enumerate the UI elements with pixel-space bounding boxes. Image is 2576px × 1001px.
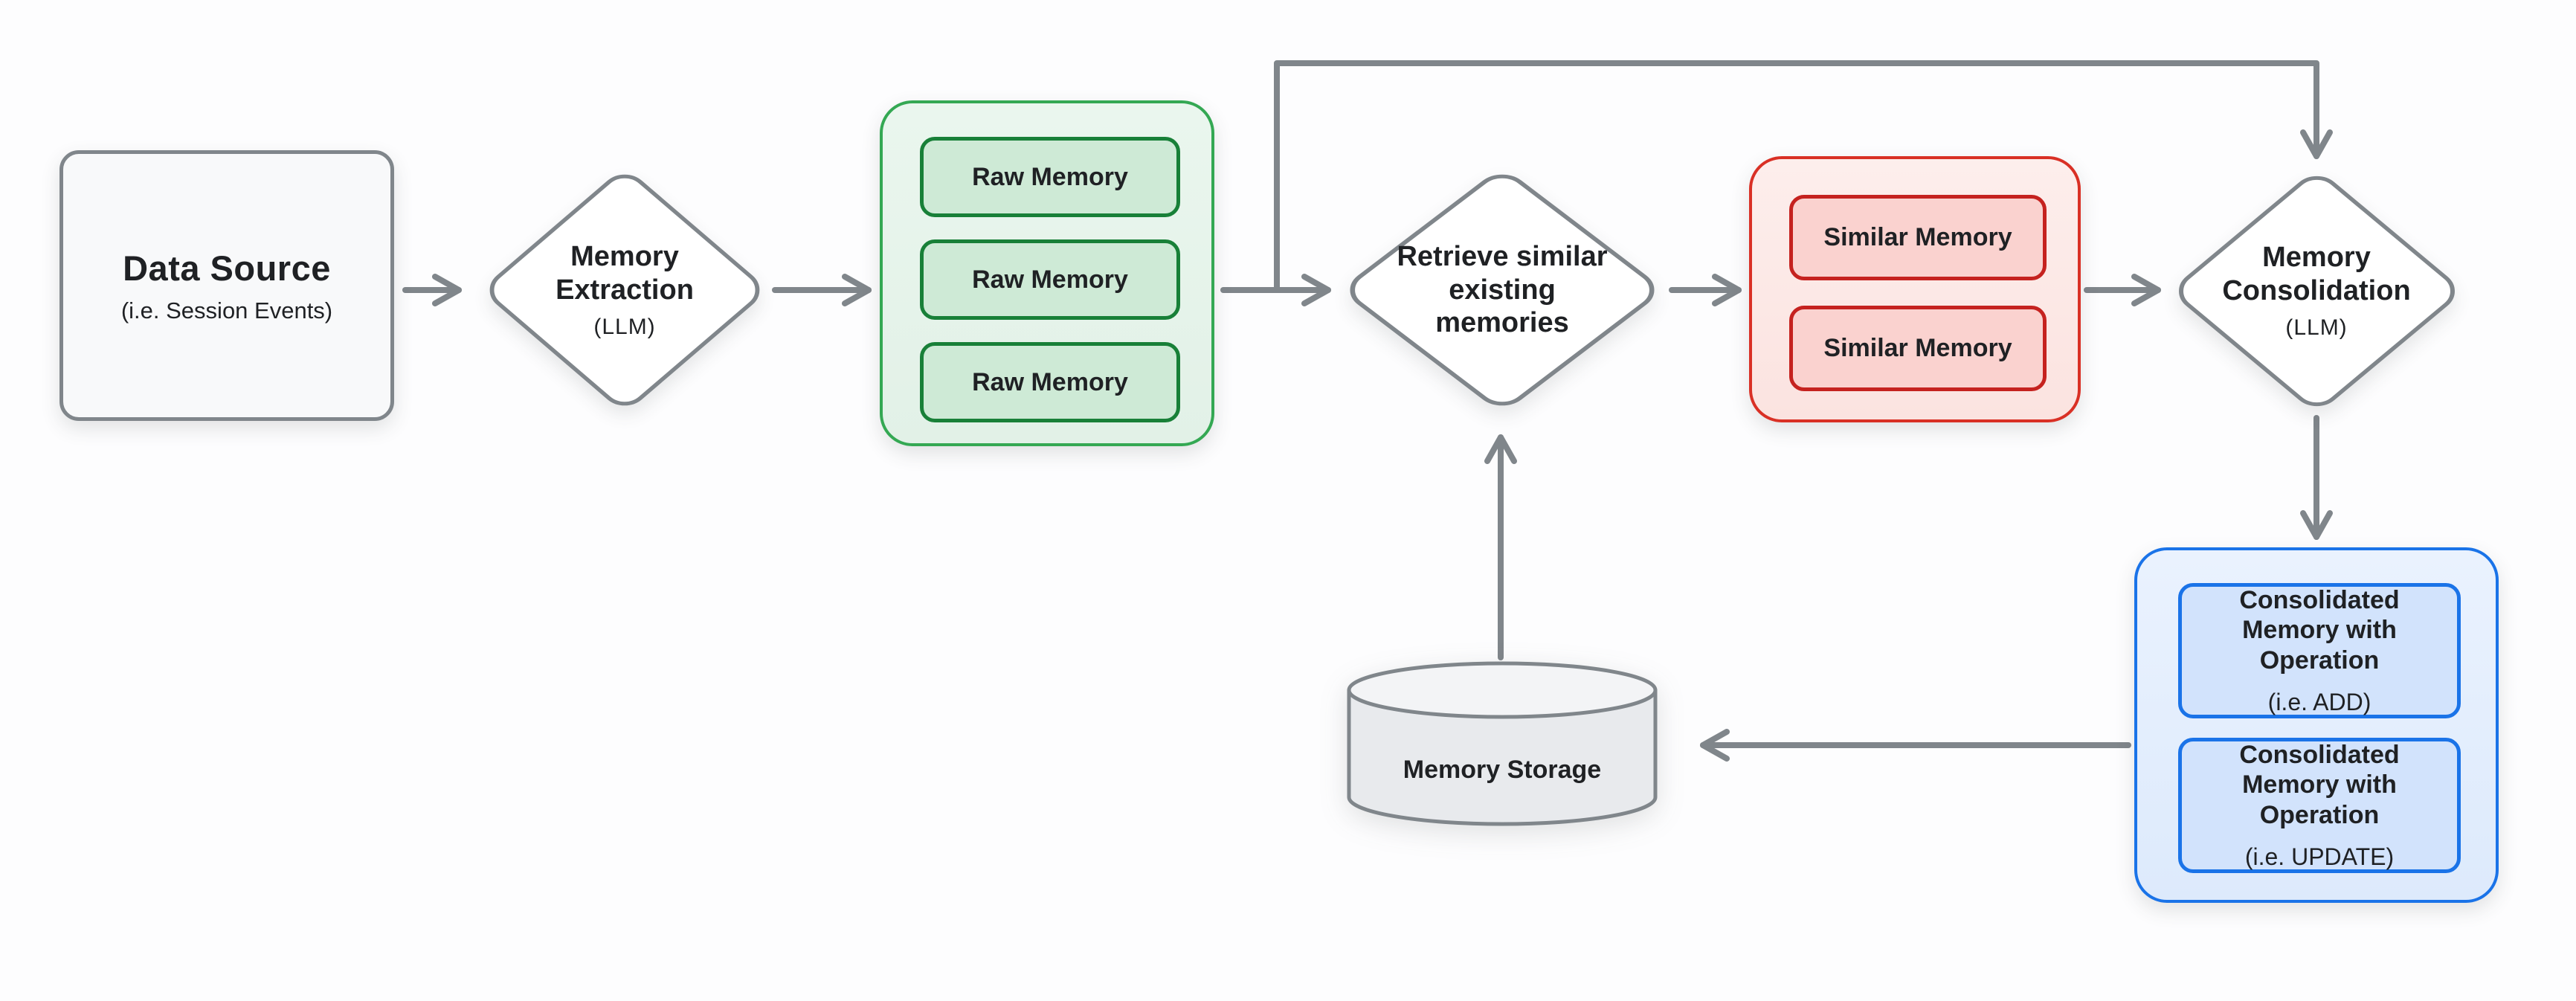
similar-memory-label: Similar Memory: [1823, 223, 2012, 252]
data-source-subtitle: (i.e. Session Events): [120, 297, 333, 324]
consolidated-memory-subtitle: (i.e. ADD): [2267, 689, 2371, 715]
memory-extraction-subtitle: (LLM): [593, 314, 656, 339]
raw-memory-label: Raw Memory: [972, 162, 1128, 191]
arrow-feedback-raw-memories-to-consolidation: [1274, 60, 2333, 292]
memory-storage-title: Memory Storage: [1403, 755, 1602, 784]
node-memory-storage: Memory Storage: [1346, 660, 1658, 827]
group-raw-memories: Raw Memory Raw Memory Raw Memory: [880, 100, 1214, 446]
consolidated-memory-title: Consolidated Memory with Operation: [2239, 585, 2400, 675]
group-similar-memories: Similar Memory Similar Memory: [1749, 156, 2081, 422]
group-consolidated-memories: Consolidated Memory with Operation (i.e.…: [2134, 547, 2499, 903]
consolidated-memory-item: Consolidated Memory with Operation (i.e.…: [2178, 738, 2461, 873]
node-data-source: Data Source (i.e. Session Events): [59, 150, 394, 421]
raw-memory-item: Raw Memory: [920, 239, 1180, 320]
consolidated-memory-title: Consolidated Memory with Operation: [2239, 740, 2400, 830]
memory-storage-cylinder-shape: [1347, 661, 1658, 826]
node-retrieve-memories: Retrieve similar existing memories: [1339, 166, 1666, 414]
data-source-title: Data Source: [123, 248, 331, 288]
raw-memory-item: Raw Memory: [920, 342, 1180, 422]
consolidated-memory-item: Consolidated Memory with Operation (i.e.…: [2178, 583, 2461, 718]
node-memory-consolidation: Memory Consolidation (LLM): [2168, 167, 2465, 415]
similar-memory-item: Similar Memory: [1789, 195, 2047, 280]
raw-memory-label: Raw Memory: [972, 265, 1128, 294]
memory-consolidation-title: Memory Consolidation: [2222, 242, 2411, 306]
consolidated-memory-subtitle: (i.e. UPDATE): [2244, 843, 2395, 870]
similar-memory-label: Similar Memory: [1823, 334, 2012, 363]
raw-memory-item: Raw Memory: [920, 137, 1180, 217]
memory-consolidation-subtitle: (LLM): [2285, 315, 2348, 340]
node-memory-extraction: Memory Extraction (LLM): [480, 166, 770, 414]
raw-memory-label: Raw Memory: [972, 367, 1128, 396]
memory-extraction-title: Memory Extraction: [556, 241, 694, 306]
retrieve-memories-title: Retrieve similar existing memories: [1397, 240, 1608, 339]
similar-memory-item: Similar Memory: [1789, 306, 2047, 391]
